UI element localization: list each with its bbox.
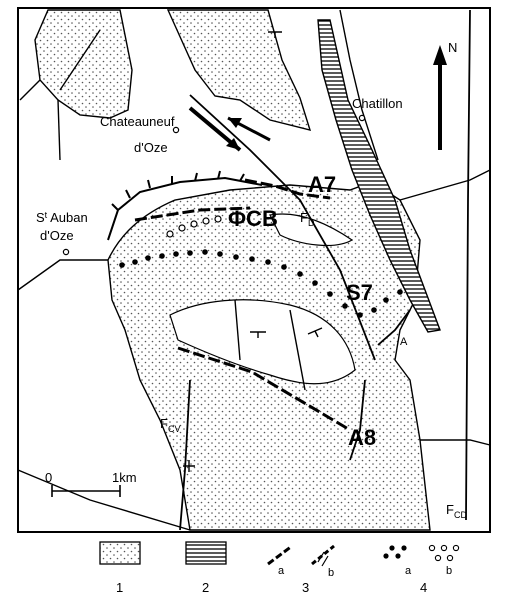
thrust-front <box>107 170 263 241</box>
s7-label: S7 <box>346 280 373 305</box>
dip-symbols <box>183 31 323 472</box>
chateauneuf-label-line1: Chateauneuf <box>100 114 175 129</box>
fault-lines <box>179 9 471 531</box>
legend-symbol-3 <box>267 544 335 567</box>
legend-label-3: 3 <box>302 580 309 595</box>
legend-3b: b <box>328 567 334 579</box>
unit-inliers <box>169 213 356 385</box>
fold-axes <box>134 178 351 432</box>
legend-label-1: 1 <box>116 580 123 595</box>
town-markers <box>62 114 366 256</box>
north-arrow: N <box>433 40 457 150</box>
fcd-label: FCD <box>446 502 467 520</box>
legend-3a: a <box>278 565 285 577</box>
chatillon-label: Chatillon <box>352 96 403 111</box>
contact-lines <box>17 9 491 531</box>
scale-end: 1km <box>112 470 137 485</box>
fcv-label: FCV <box>160 416 180 434</box>
phi-cb-label: ΦCB <box>228 206 278 231</box>
st-auban-label-line2: d'Oze <box>40 228 74 243</box>
scale-bar: 0 1km <box>45 470 137 497</box>
legend-4b: b <box>446 565 452 577</box>
a7-label: A7 <box>308 172 336 197</box>
legend: 1 2 a b 3 a b 4 <box>99 541 460 595</box>
legend-symbol-4a <box>383 545 407 559</box>
scale-zero: 0 <box>45 470 52 485</box>
fd-label: FD <box>300 210 315 228</box>
st-auban-label-line1: St Auban <box>36 210 88 225</box>
a8-label: A8 <box>348 425 376 450</box>
solid-dot-line <box>119 249 403 318</box>
legend-label-4: 4 <box>420 580 427 595</box>
legend-symbol-4b <box>428 544 460 562</box>
strike-slip-arrows <box>188 106 271 152</box>
legend-swatch-2 <box>185 541 227 565</box>
unit-2-band <box>317 19 441 333</box>
chateauneuf-label-line2: d'Oze <box>134 140 168 155</box>
legend-4a: a <box>405 565 412 577</box>
legend-swatch-1 <box>99 541 141 565</box>
open-circle-line <box>166 215 222 238</box>
legend-label-2: 2 <box>202 580 209 595</box>
a-small-label: A <box>400 336 408 348</box>
north-label: N <box>448 40 457 55</box>
